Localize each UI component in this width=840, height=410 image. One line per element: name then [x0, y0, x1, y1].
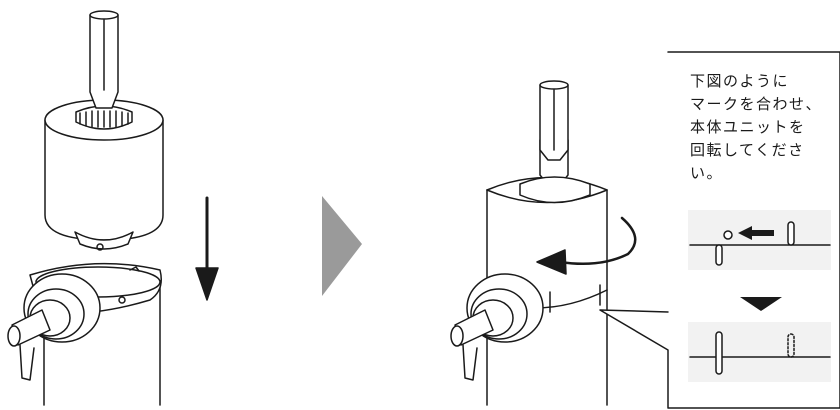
- down-arrow-icon: [196, 198, 218, 300]
- callout-line: 本体ユニットを: [690, 116, 830, 139]
- callout-line: 下図のように: [690, 70, 830, 93]
- assembled-unit: [487, 81, 607, 405]
- callout-text: 下図のように マークを合わせ、 本体ユニットを 回転してくださ い。: [690, 70, 830, 185]
- filter-cartridge: [45, 11, 163, 250]
- rotate-arrow-icon: [537, 218, 635, 274]
- detail-after: [688, 322, 831, 382]
- callout-line: 回転してくださ: [690, 139, 830, 162]
- callout-line: マークを合わせ、: [690, 93, 830, 116]
- next-step-arrow-icon: [322, 196, 362, 296]
- detail-before: [688, 210, 831, 270]
- callout-line: い。: [690, 162, 830, 185]
- right-faucet: [451, 274, 543, 380]
- left-faucet: [8, 274, 100, 380]
